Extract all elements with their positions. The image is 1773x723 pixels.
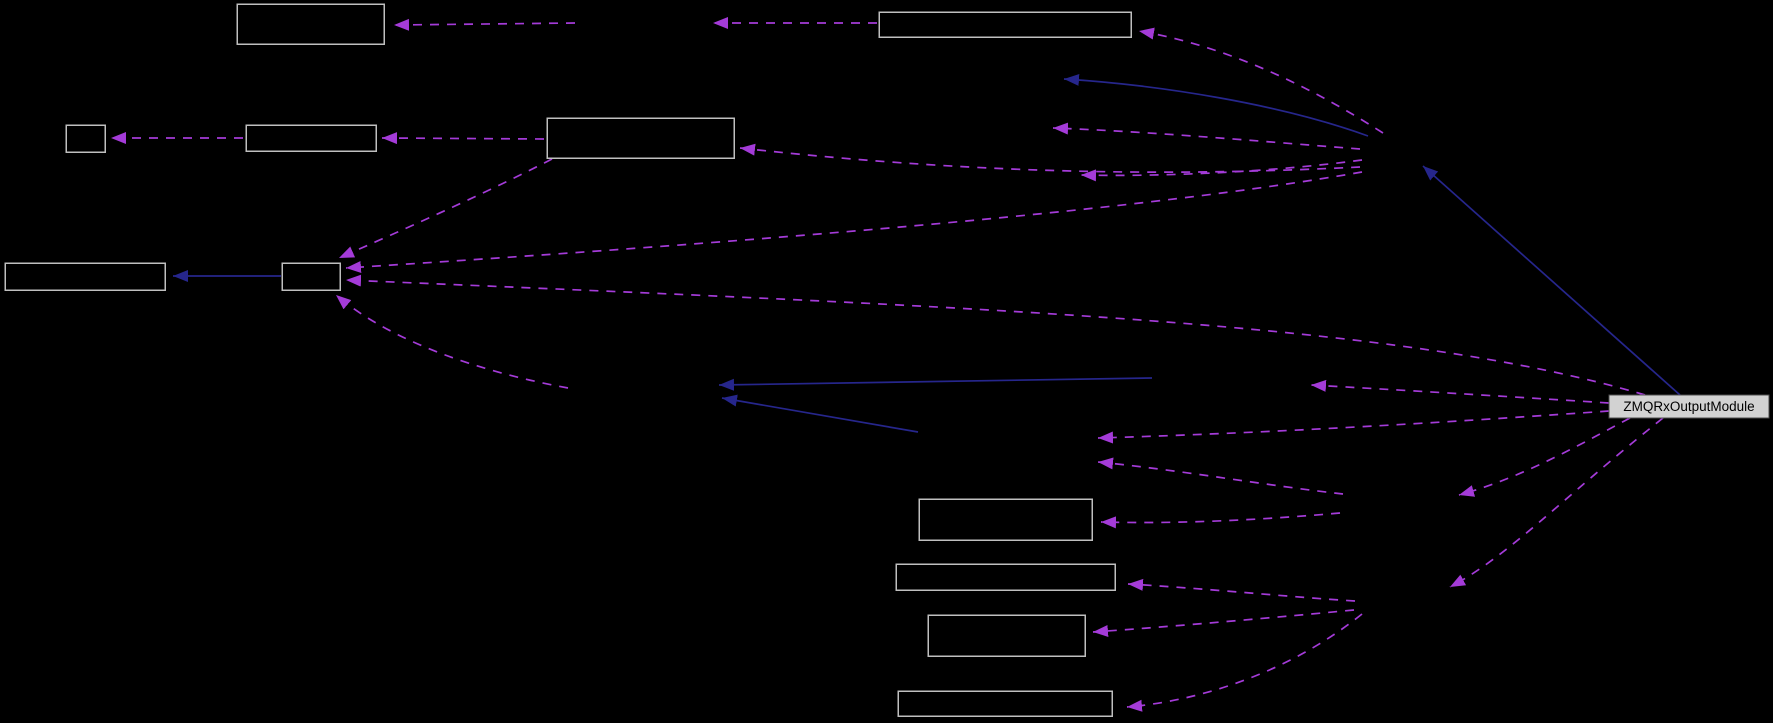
usage-edge — [338, 158, 553, 259]
usage-edge — [1138, 27, 1384, 134]
class-node[interactable] — [897, 690, 1113, 717]
usage-edge — [739, 143, 1361, 173]
usage-edge — [1097, 457, 1344, 495]
class-node[interactable] — [281, 262, 341, 291]
inheritance-edge — [721, 394, 919, 433]
usage-edge — [1100, 512, 1341, 529]
usage-edge — [345, 274, 1646, 396]
usage-edge — [381, 132, 545, 145]
main-node-label: ZMQRxOutputModule — [1623, 399, 1754, 414]
class-node[interactable] — [927, 614, 1086, 657]
inheritance-edge — [1422, 165, 1681, 396]
usage-edge — [1080, 159, 1363, 182]
usage-edge — [1097, 410, 1610, 444]
usage-edge — [335, 294, 569, 389]
edges-layer — [111, 17, 1681, 712]
class-node[interactable] — [4, 262, 166, 291]
main-node: ZMQRxOutputModule — [1608, 394, 1770, 419]
main-node-box — [1608, 394, 1770, 419]
class-node[interactable] — [878, 11, 1132, 38]
class-node[interactable] — [236, 3, 385, 45]
usage-edge — [1052, 122, 1361, 150]
inheritance-edge — [718, 377, 1153, 391]
class-node[interactable] — [546, 117, 735, 159]
usage-edge — [1458, 417, 1631, 497]
usage-edge — [1449, 417, 1664, 588]
class-node[interactable] — [918, 498, 1093, 541]
usage-edge — [1127, 578, 1356, 602]
usage-edge — [1092, 609, 1355, 637]
inheritance-edge — [1063, 73, 1369, 137]
usage-edge — [393, 18, 576, 31]
class-node[interactable] — [245, 124, 377, 152]
usage-edge — [1126, 613, 1363, 712]
usage-edge — [345, 171, 1363, 274]
nodes-layer — [4, 3, 1132, 717]
class-node[interactable] — [895, 563, 1116, 591]
class-node[interactable] — [65, 124, 106, 153]
usage-edge — [1310, 379, 1610, 404]
